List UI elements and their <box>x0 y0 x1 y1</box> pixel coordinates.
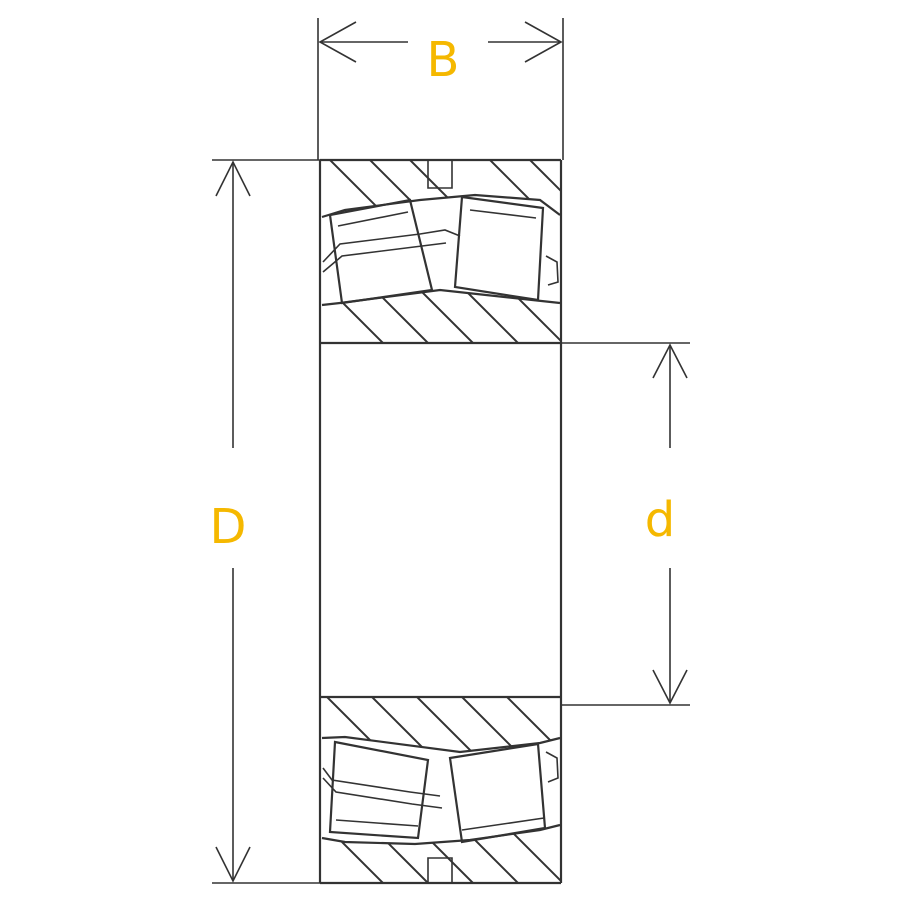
roller-bottom-right <box>448 742 547 844</box>
inner-ring-top-section <box>321 288 561 343</box>
roller-top-left <box>328 198 434 305</box>
cage-top <box>322 229 559 286</box>
roller-top-right <box>453 195 545 302</box>
arrowhead-bore-down <box>652 669 688 705</box>
outer-ring-top-section <box>321 160 561 219</box>
cage-bottom <box>322 751 559 809</box>
arrowhead-bore-up <box>652 343 688 379</box>
label-d-bore: d <box>645 492 675 548</box>
label-b: B <box>427 32 460 88</box>
arrowhead-left <box>318 21 357 63</box>
roller-bottom-left <box>328 740 430 840</box>
dimension-b: B <box>317 18 564 160</box>
dimension-d-outer: D <box>210 159 320 884</box>
arrowhead-up <box>215 160 251 197</box>
outer-ring-bottom-section <box>321 823 561 883</box>
arrowhead-down <box>215 846 251 883</box>
label-d-outer: D <box>210 499 247 555</box>
inner-ring-bottom-section <box>321 697 561 754</box>
bearing-body <box>318 158 563 885</box>
arrowhead-right <box>524 21 563 63</box>
dimension-d-bore: d <box>560 342 690 706</box>
